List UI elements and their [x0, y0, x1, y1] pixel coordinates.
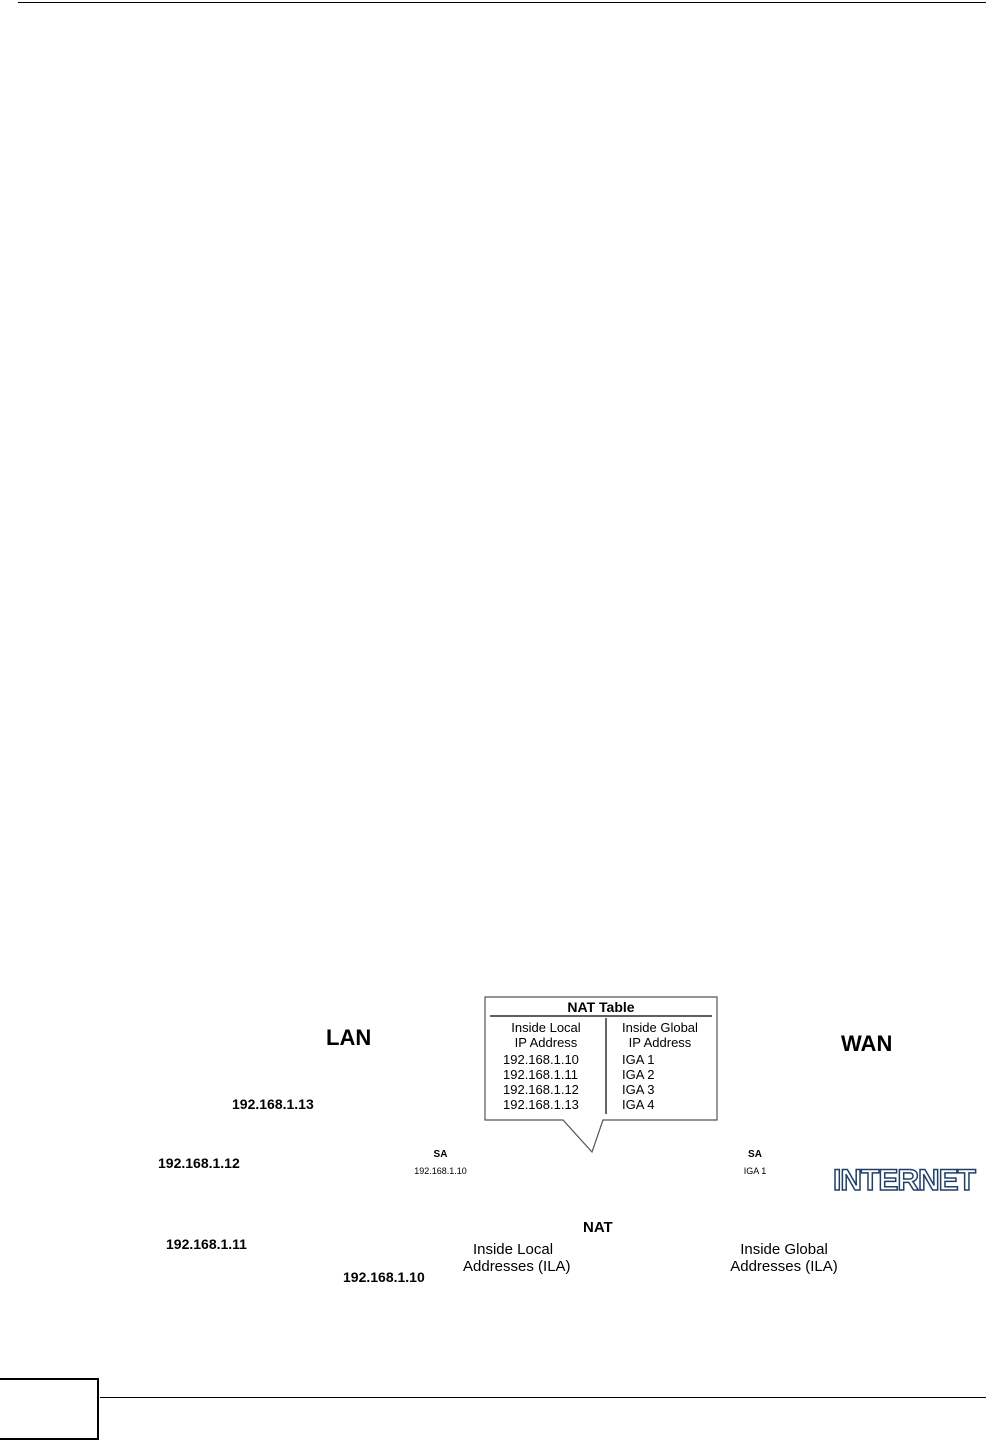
nat-col2-header-line2: IP Address: [628, 1035, 692, 1050]
iga-note: Inside Global Addresses (ILA): [727, 1241, 841, 1275]
nat-local-cell: 192.168.1.13: [503, 1097, 579, 1112]
internet-label: INTERNET: [832, 1163, 977, 1198]
nat-col1-header-line2: IP Address: [514, 1035, 578, 1050]
ila-note-line1: Inside Local: [472, 1241, 554, 1258]
nat-local-cell: 192.168.1.12: [503, 1082, 579, 1097]
ila-note: Inside Local Addresses (ILA): [463, 1241, 571, 1275]
nat-col1-header-line1: Inside Local: [511, 1020, 581, 1035]
page-number-box: [0, 1378, 99, 1440]
nat-col2-header: Inside Global IP Address: [610, 1020, 710, 1050]
nat-global-cell: IGA 4: [622, 1097, 655, 1112]
nat-diagram: LAN WAN 192.168.1.13 192.168.1.12 192.16…: [0, 990, 986, 1300]
nat-label: NAT: [583, 1219, 613, 1236]
iga-note-line2: Addresses (ILA): [730, 1258, 838, 1275]
wan-envelope-value: IGA 1: [743, 1166, 767, 1176]
footer-rule: [100, 1397, 986, 1398]
header-rule: [18, 2, 986, 3]
wan-label: WAN: [841, 1031, 893, 1056]
host-ip-label: 192.168.1.10: [343, 1269, 425, 1285]
lan-envelope-value: 192.168.1.10: [414, 1166, 467, 1176]
host-ip-label: 192.168.1.13: [232, 1096, 314, 1112]
nat-global-cell: IGA 2: [622, 1067, 655, 1082]
nat-col2-header-line1: Inside Global: [622, 1020, 698, 1035]
host-ip-label: 192.168.1.11: [166, 1236, 247, 1252]
nat-local-cell: 192.168.1.11: [503, 1067, 578, 1082]
host-ip-label: 192.168.1.12: [158, 1155, 240, 1171]
lan-envelope-tag: SA: [433, 1149, 448, 1160]
wan-envelope-tag: SA: [748, 1149, 762, 1160]
diagram-graphics: [484, 996, 718, 1154]
nat-global-cell: IGA 3: [622, 1082, 655, 1097]
nat-table-title: NAT Table: [567, 999, 635, 1015]
ila-note-line2: Addresses (ILA): [463, 1258, 571, 1275]
nat-global-cell: IGA 1: [622, 1052, 655, 1067]
nat-col1-header: Inside Local IP Address: [490, 1020, 602, 1050]
iga-note-line1: Inside Global: [740, 1241, 828, 1258]
nat-local-cell: 192.168.1.10: [503, 1052, 579, 1067]
nat-table-callout: [484, 996, 718, 1154]
lan-label: LAN: [326, 1025, 372, 1050]
